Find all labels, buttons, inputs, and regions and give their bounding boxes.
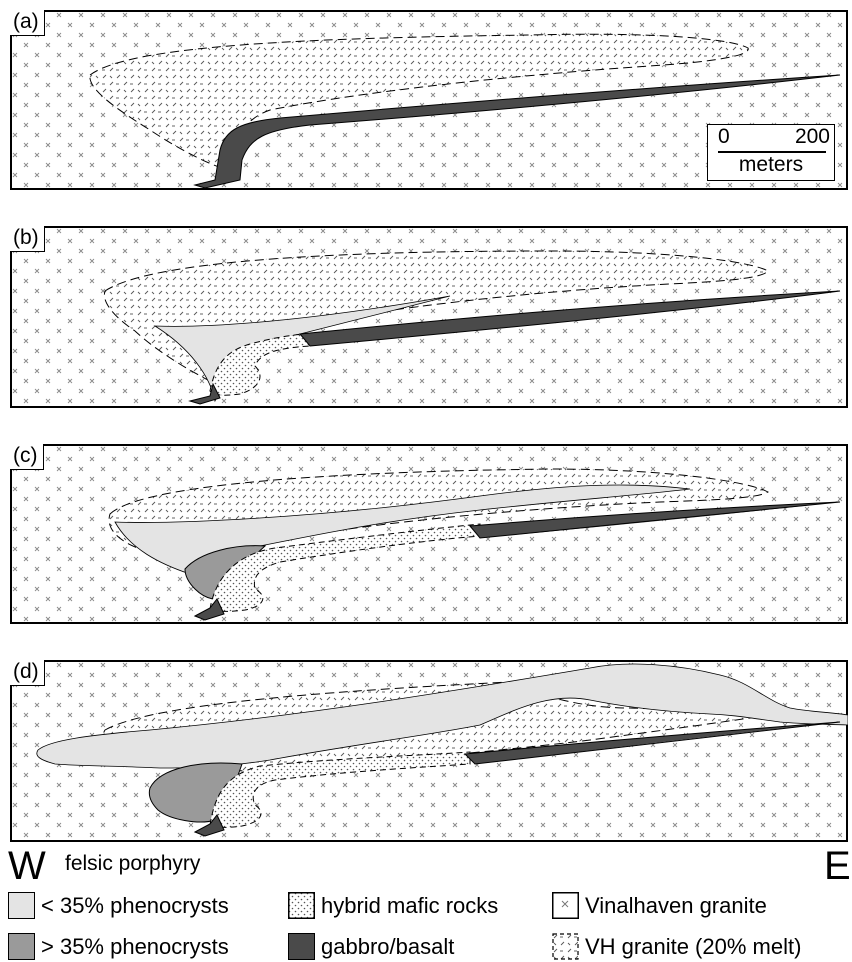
- legend-label: hybrid mafic rocks: [321, 893, 498, 919]
- scale-end: 200: [795, 125, 830, 149]
- legend-swatch-vh-granite-melt: [552, 933, 579, 960]
- panel-c-label: (c): [10, 444, 44, 470]
- legend-swatch-high-phenocrysts: [8, 933, 35, 960]
- legend-item-low-phenocrysts: < 35% phenocrysts: [8, 892, 229, 919]
- legend-label: > 35% phenocrysts: [41, 934, 229, 960]
- panel-c-diagram: [10, 444, 848, 624]
- legend-label: < 35% phenocrysts: [41, 893, 229, 919]
- scale-bar: 0 200 meters: [707, 124, 835, 181]
- legend-item-vinalhaven-granite: Vinalhaven granite: [552, 892, 767, 919]
- legend-swatch-gabbro-basalt: [288, 933, 315, 960]
- west-label: W: [8, 846, 46, 886]
- panel-d-diagram: [10, 660, 848, 842]
- legend-swatch-hybrid-mafic: [288, 892, 315, 919]
- legend-item-gabbro-basalt: gabbro/basalt: [288, 933, 454, 960]
- panel-b-diagram: [10, 226, 848, 408]
- panel-b-label: (b): [10, 226, 45, 252]
- legend-label: Vinalhaven granite: [585, 893, 767, 919]
- legend-swatch-vinalhaven-granite: [552, 892, 579, 919]
- scale-unit: meters: [708, 153, 834, 177]
- panel-a: (a) 0 200 meters: [10, 10, 848, 190]
- east-label: E: [824, 846, 851, 886]
- legend-swatch-low-phenocrysts: [8, 892, 35, 919]
- scale-start: 0: [718, 125, 730, 149]
- panel-d: (d): [10, 660, 848, 842]
- legend-label: gabbro/basalt: [321, 934, 454, 960]
- legend-item-hybrid-mafic: hybrid mafic rocks: [288, 892, 498, 919]
- legend-title: felsic porphyry: [65, 852, 200, 876]
- panel-a-label: (a): [10, 10, 45, 36]
- panel-b: (b): [10, 226, 848, 408]
- legend-item-vh-granite-melt: VH granite (20% melt): [552, 933, 801, 960]
- legend-label: VH granite (20% melt): [585, 934, 801, 960]
- panel-c: (c): [10, 444, 848, 624]
- legend-item-high-phenocrysts: > 35% phenocrysts: [8, 933, 229, 960]
- panel-d-label: (d): [10, 660, 45, 686]
